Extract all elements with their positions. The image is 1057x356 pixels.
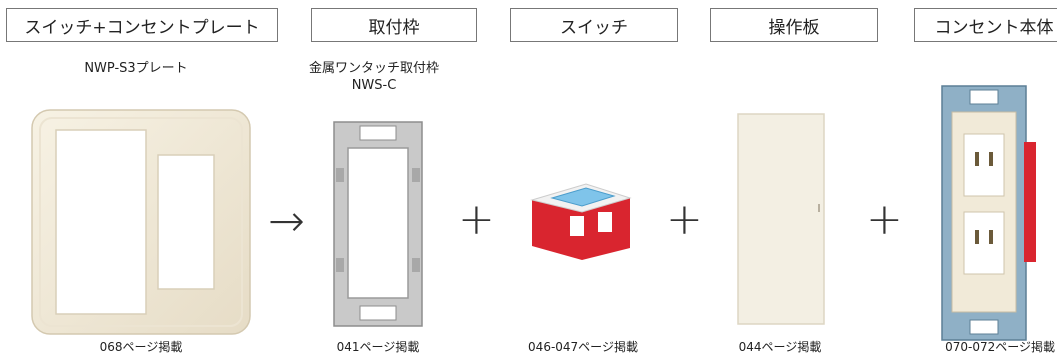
plus-icon: + <box>666 194 703 245</box>
header-operation-plate: 操作板 <box>710 8 878 42</box>
outlet-body-image <box>941 85 1036 341</box>
header-outlet-body: コンセント本体 <box>914 8 1057 42</box>
caption-operation-plate-page: 044ページ掲載 <box>738 340 822 354</box>
arrow-icon: → <box>268 196 305 247</box>
plate-image <box>31 109 251 335</box>
caption-frame-page: 041ページ掲載 <box>336 340 420 354</box>
caption-switch-page: 046-047ページ掲載 <box>528 340 638 354</box>
plus-icon: + <box>866 194 903 245</box>
label-frame-name: 金属ワンタッチ取付枠 <box>308 61 439 76</box>
label-plate-model: NWP-S3プレート <box>84 61 188 76</box>
header-switch: スイッチ <box>510 8 678 42</box>
caption-outlet-body-page: 070-072ページ掲載 <box>945 340 1055 354</box>
header-plate: スイッチ+コンセントプレート <box>6 8 278 42</box>
plus-icon: + <box>458 194 495 245</box>
operation-plate-image <box>737 113 825 325</box>
switch-image <box>530 183 632 260</box>
caption-plate-page: 068ページ掲載 <box>99 340 183 354</box>
label-frame-model: NWS-C <box>351 78 397 93</box>
mounting-frame-image <box>333 121 423 327</box>
header-frame: 取付枠 <box>311 8 477 42</box>
